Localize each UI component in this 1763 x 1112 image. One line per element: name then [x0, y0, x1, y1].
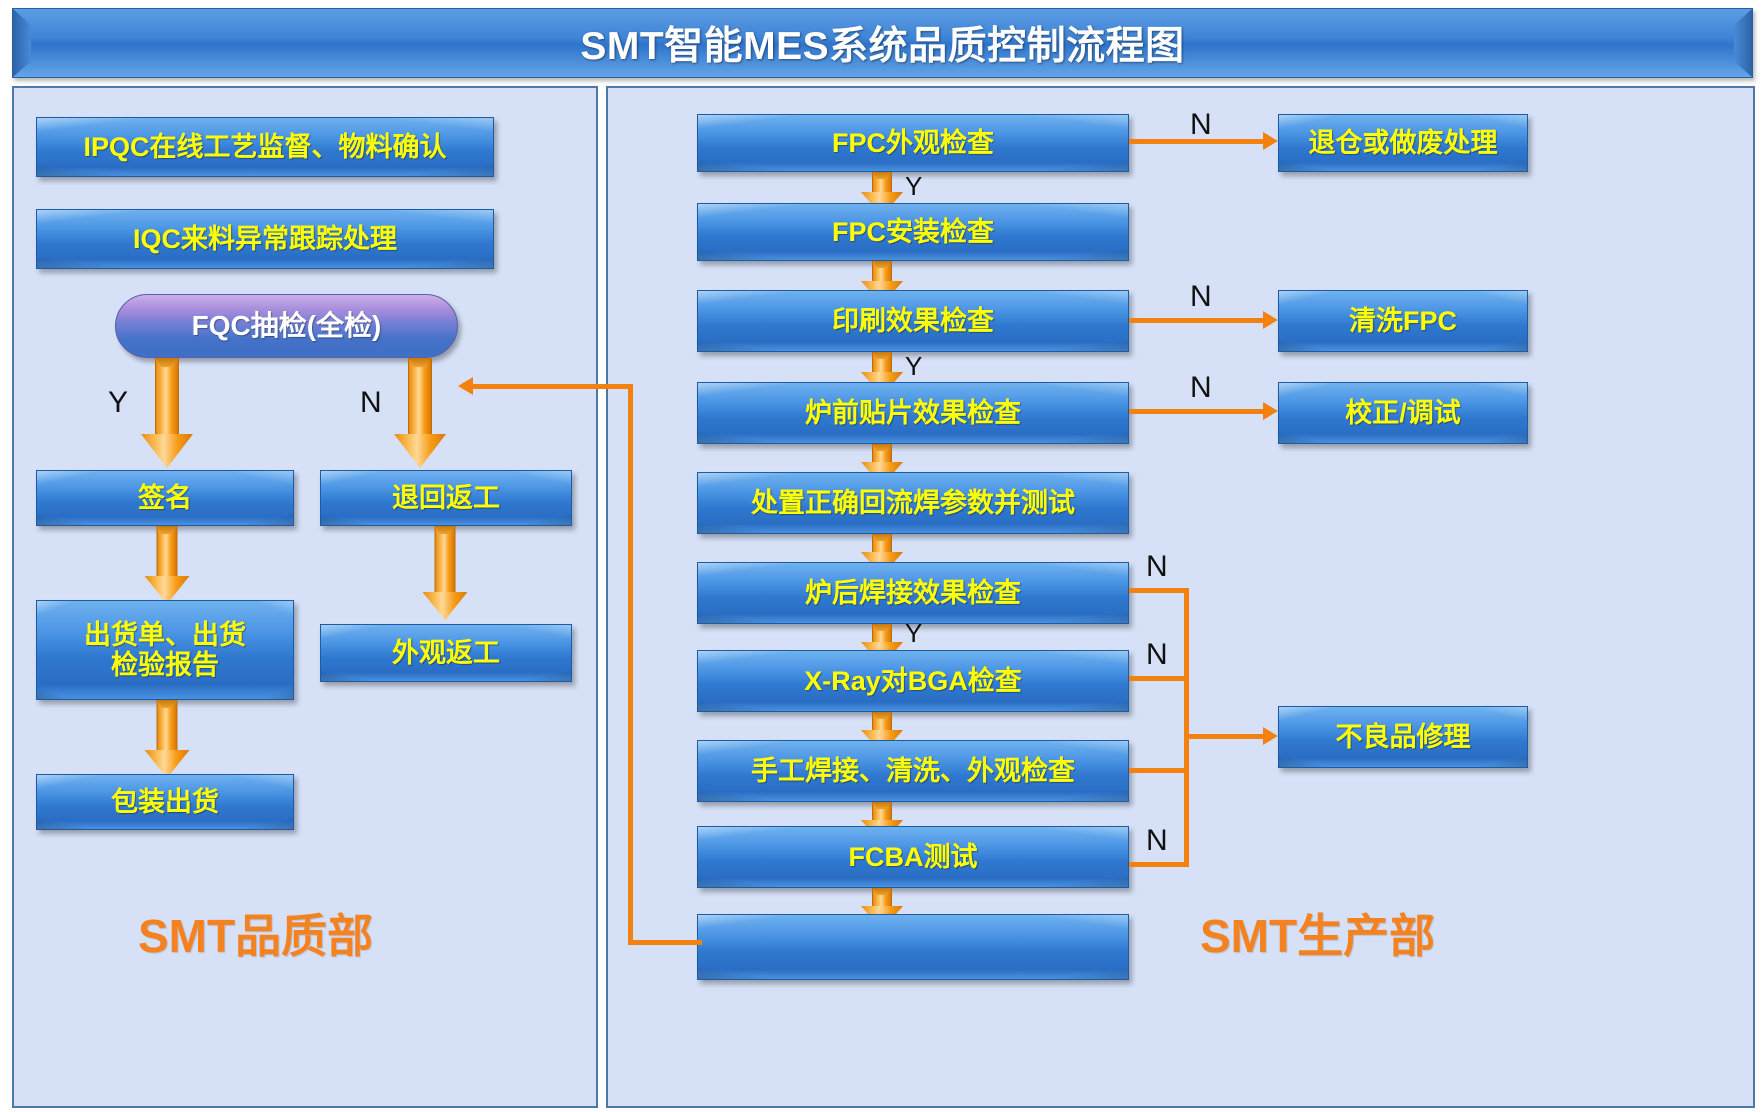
- connector-defect-bus: [1184, 588, 1189, 867]
- node-manual-solder-clean-appearance[interactable]: 手工焊接、清洗、外观检查: [697, 740, 1129, 802]
- branch-label-print-no: N: [1190, 280, 1212, 313]
- branch-label-pre-reflow-no: N: [1190, 371, 1212, 404]
- node-final-step[interactable]: [697, 914, 1129, 980]
- node-reflow-parameters-and-test[interactable]: 处置正确回流焊参数并测试: [697, 472, 1129, 534]
- node-appearance-rework[interactable]: 外观返工: [320, 624, 572, 682]
- connector-arrow-defective-repair: [1263, 727, 1278, 745]
- branch-label-post-reflow-yes: Y: [905, 618, 923, 648]
- dept-label-production: SMT生产部: [1200, 910, 1436, 962]
- node-pack-and-ship[interactable]: 包装出货: [36, 774, 294, 830]
- node-fpc-appearance-inspection[interactable]: FPC外观检查: [697, 114, 1129, 172]
- page-title: SMT智能MES系统品质控制流程图: [580, 25, 1185, 68]
- branch-label-fpc-appearance-no: N: [1190, 108, 1212, 141]
- connector-xray-no: [1129, 676, 1189, 681]
- node-ipqc-online-monitor[interactable]: IPQC在线工艺监督、物料确认: [36, 117, 494, 177]
- node-iqc-incoming-abnormal[interactable]: IQC来料异常跟踪处理: [36, 209, 494, 269]
- branch-label-fqc-yes: Y: [108, 386, 129, 419]
- connector-arrow-print-no: [1263, 311, 1278, 329]
- branch-label-print-yes: Y: [905, 351, 923, 381]
- connector-fpc-appearance-no: [1129, 139, 1263, 144]
- connector-print-no: [1129, 318, 1263, 323]
- branch-label-fpc-appearance-yes: Y: [905, 171, 923, 201]
- node-return-to-warehouse-or-scrap[interactable]: 退仓或做废处理: [1278, 114, 1528, 172]
- arrow-sign-to-shipping-docs: [140, 526, 194, 604]
- connector-pre-reflow-no: [1129, 409, 1263, 414]
- connector-arrow-pre-reflow-no: [1263, 402, 1278, 420]
- arrow-shipping-docs-to-pack-ship: [140, 700, 194, 778]
- arrow-fqc-to-return-rework: [390, 358, 450, 468]
- connector-feedback-horizontal: [473, 384, 633, 389]
- node-post-reflow-solder-inspection[interactable]: 炉后焊接效果检查: [697, 562, 1129, 624]
- shipping-docs-line-1: 出货单、出货: [84, 619, 246, 650]
- branch-label-fcba-no: N: [1146, 824, 1168, 857]
- connector-arrow-feedback-to-fqc: [458, 377, 473, 395]
- branch-label-fqc-no: N: [360, 386, 382, 419]
- connector-fcba-no: [1129, 862, 1189, 867]
- node-fcba-test[interactable]: FCBA测试: [697, 826, 1129, 888]
- node-fpc-install-inspection[interactable]: FPC安装检查: [697, 203, 1129, 261]
- shipping-docs-line-2: 检验报告: [111, 650, 219, 680]
- arrow-fqc-to-sign: [137, 358, 197, 468]
- node-clean-fpc[interactable]: 清洗FPC: [1278, 290, 1528, 352]
- node-pre-reflow-placement-inspection[interactable]: 炉前贴片效果检查: [697, 382, 1129, 444]
- title-banner: SMT智能MES系统品质控制流程图: [12, 8, 1753, 78]
- connector-bus-to-defective-repair: [1184, 734, 1263, 739]
- node-xray-bga-inspection[interactable]: X-Ray对BGA检查: [697, 650, 1129, 712]
- connector-feedback-vertical: [628, 384, 633, 945]
- node-return-rework[interactable]: 退回返工: [320, 470, 572, 526]
- node-defective-repair[interactable]: 不良品修理: [1278, 706, 1528, 768]
- connector-manual-solder-no: [1129, 768, 1189, 773]
- arrow-return-rework-to-appearance-rework: [418, 526, 472, 620]
- node-calibration-debug[interactable]: 校正/调试: [1278, 382, 1528, 444]
- connector-post-reflow-no: [1129, 588, 1189, 593]
- node-shipping-documents[interactable]: 出货单、出货 检验报告: [36, 600, 294, 700]
- connector-feedback-bottom: [628, 940, 702, 945]
- connector-arrow-fpc-appearance-no: [1263, 132, 1278, 150]
- node-printing-effect-inspection[interactable]: 印刷效果检查: [697, 290, 1129, 352]
- branch-label-post-reflow-no: N: [1146, 550, 1168, 583]
- node-signature[interactable]: 签名: [36, 470, 294, 526]
- dept-label-quality: SMT品质部: [138, 910, 374, 962]
- node-fqc-sampling-inspection[interactable]: FQC抽检(全检): [115, 294, 458, 358]
- branch-label-xray-no: N: [1146, 638, 1168, 671]
